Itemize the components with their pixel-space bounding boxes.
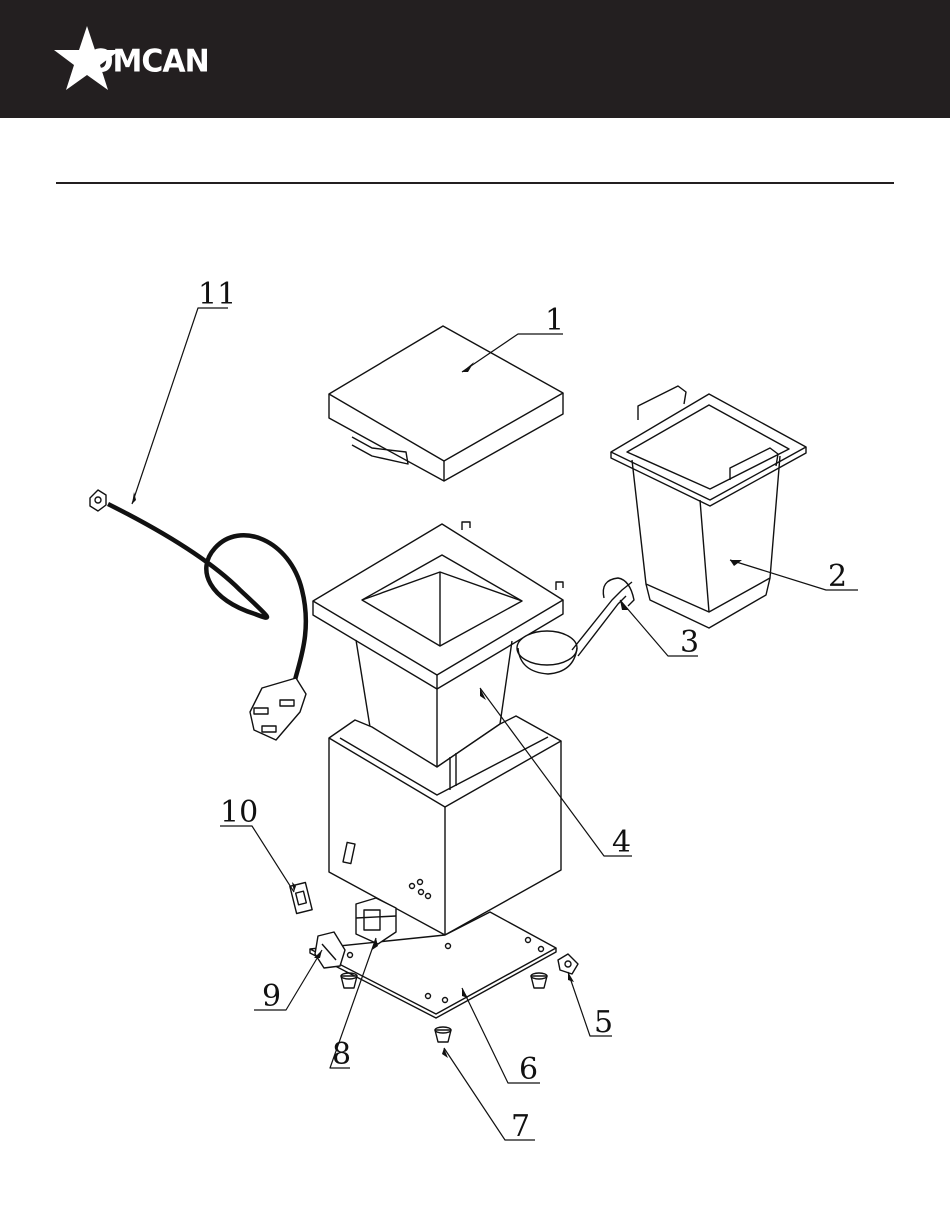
callout-6: 6 (519, 1052, 538, 1087)
callout-7: 7 (511, 1109, 530, 1144)
callout-2: 2 (828, 559, 847, 594)
callout-1: 1 (545, 303, 564, 338)
callout-4: 4 (612, 825, 631, 860)
part-bucket (611, 386, 806, 628)
callout-11: 11 (198, 277, 236, 312)
callout-10: 10 (220, 795, 258, 830)
part-thermostat (356, 898, 396, 944)
part-knob (315, 932, 345, 968)
callout-3: 3 (680, 625, 699, 660)
callout-8: 8 (332, 1037, 351, 1072)
part-lid (329, 326, 563, 481)
part-clip (558, 954, 578, 974)
callout-9: 9 (262, 979, 281, 1014)
part-power-cord (90, 490, 306, 740)
callout-5: 5 (594, 1005, 613, 1040)
